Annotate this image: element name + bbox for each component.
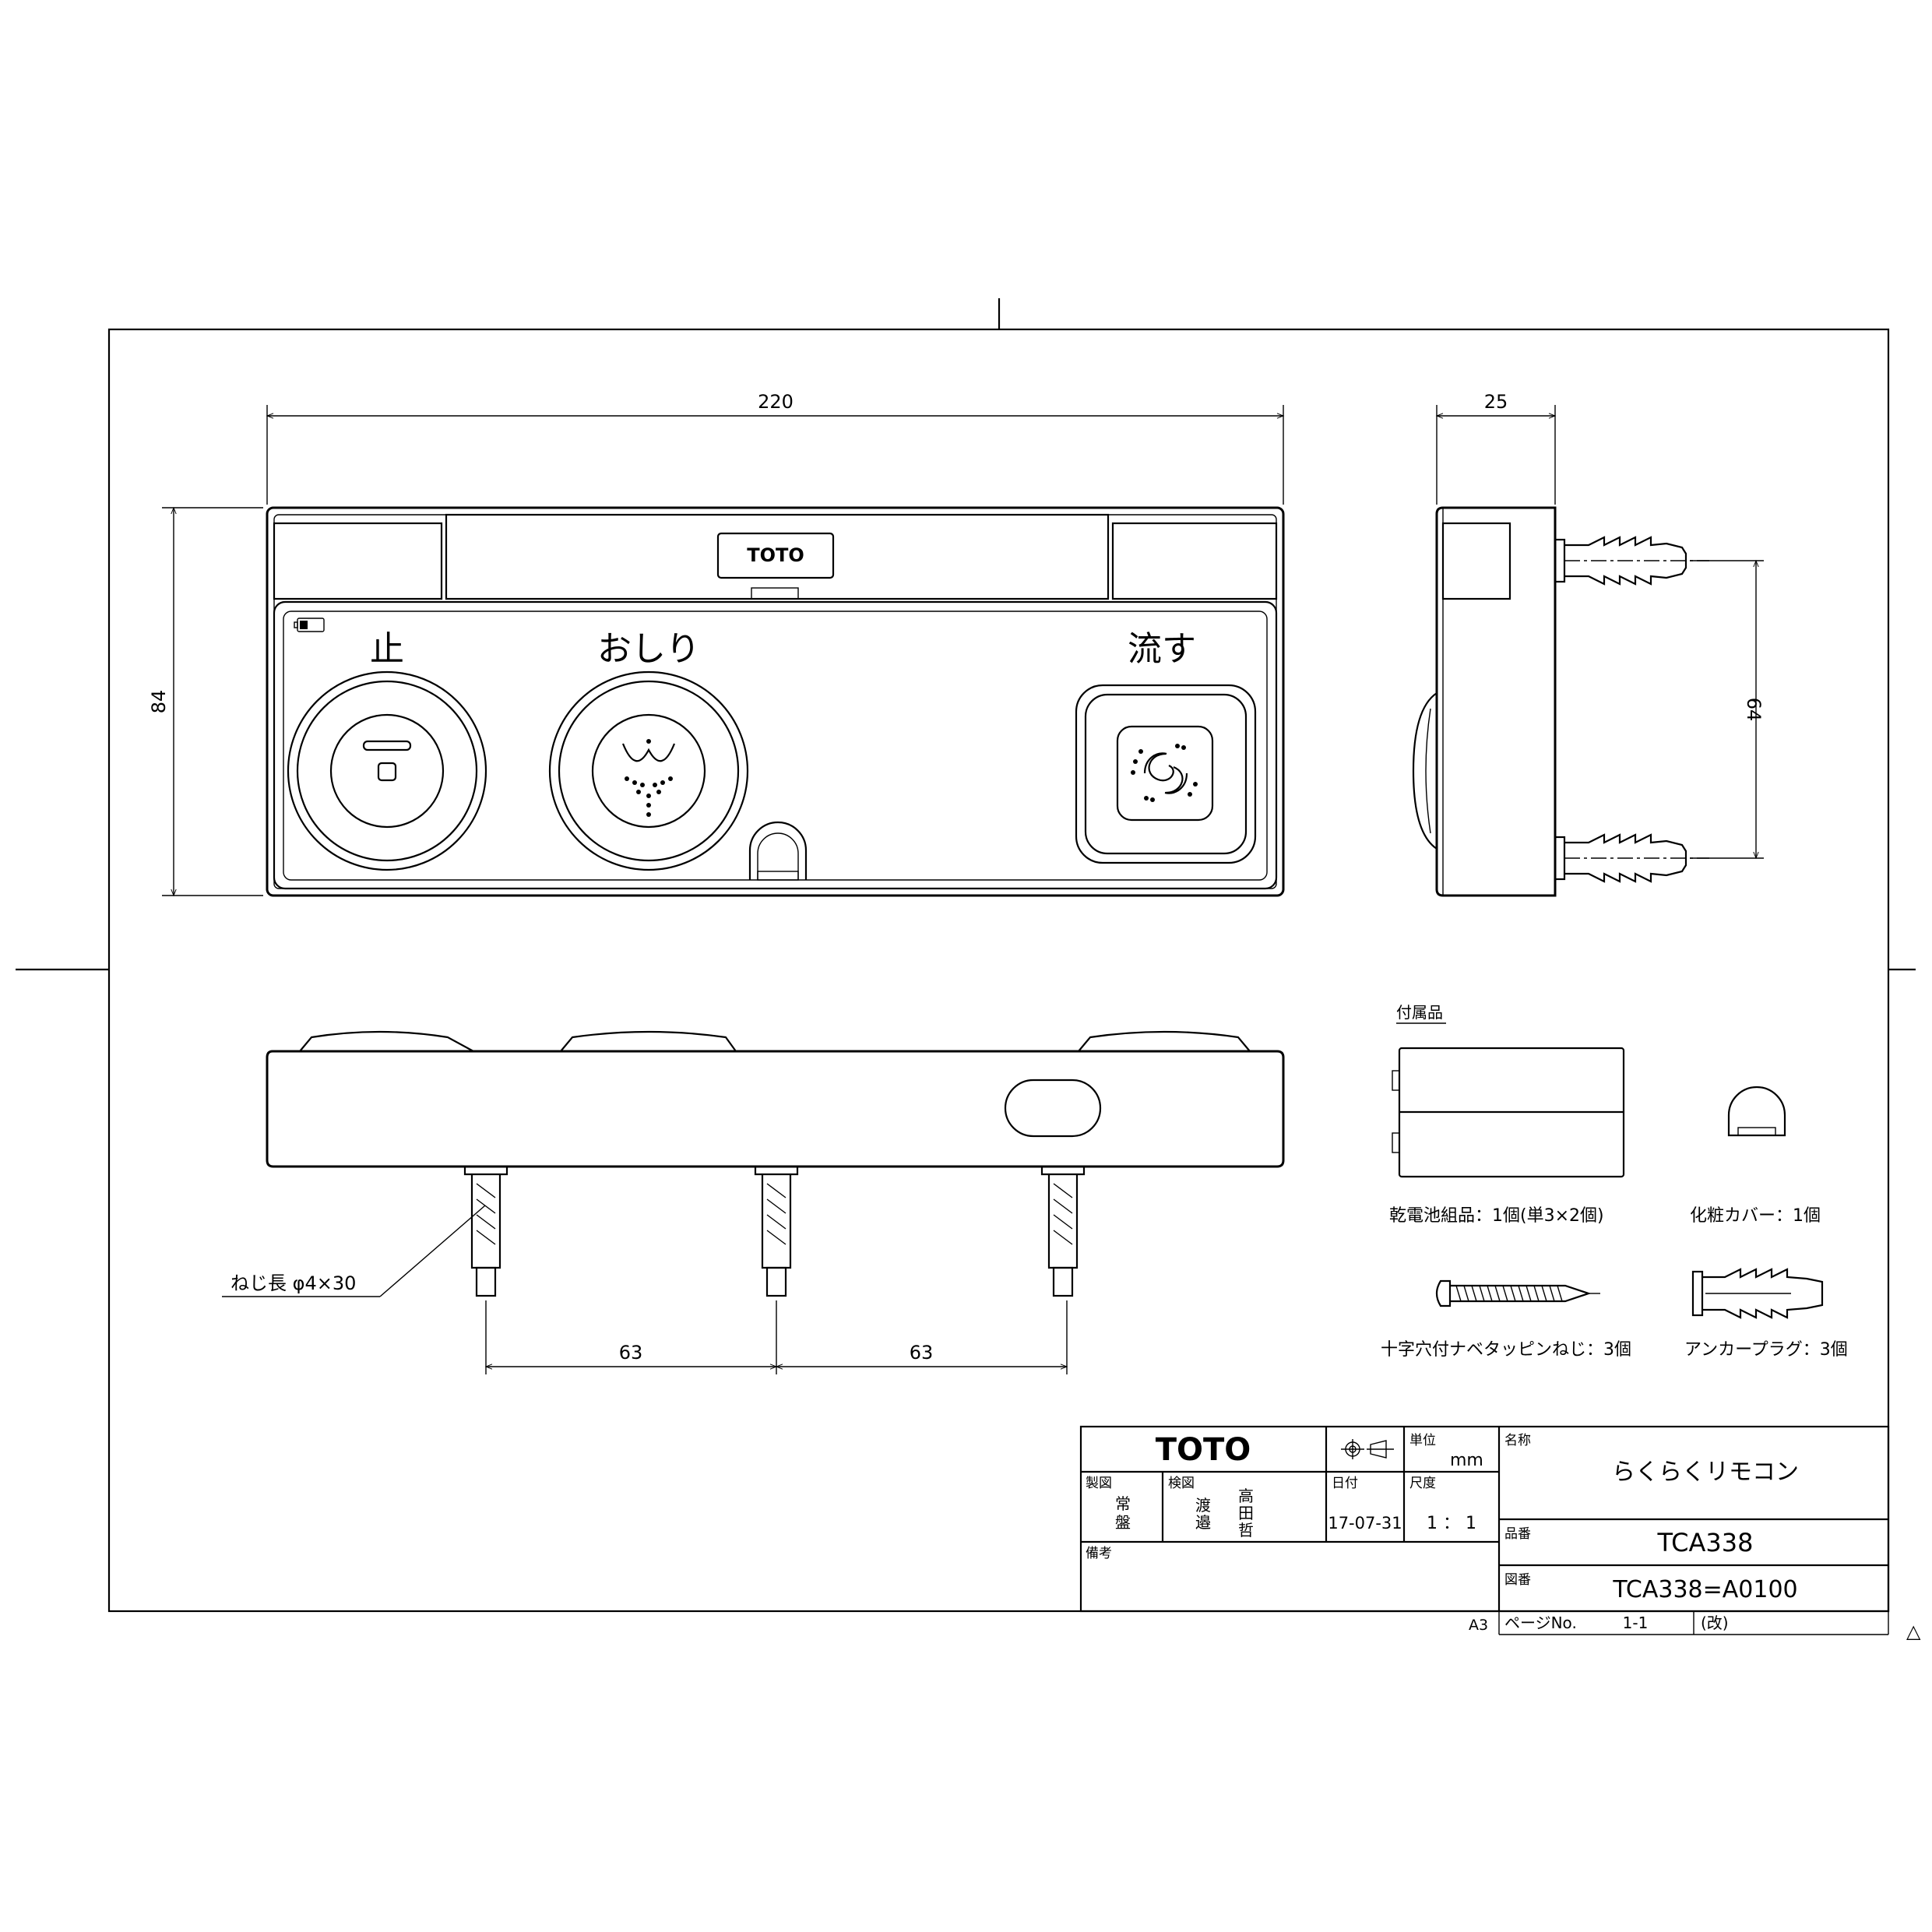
scale-value: 1 ： 1	[1427, 1514, 1476, 1533]
accessories: 付属品 乾電池組品：1個(単3×2個) 化粧カバー：1個 十字穴付ナベタッピンね…	[1381, 1003, 1848, 1360]
title-block: TOTO 単位 mm 名称 らくらくリモコン 製図 常 盤 検図 渡 邉 高 田…	[1079, 1425, 1921, 1642]
front-dimensions: 220 84	[148, 391, 1285, 897]
part-number: TCA338	[1657, 1528, 1754, 1557]
drawing-number: TCA338=A0100	[1612, 1576, 1797, 1603]
name-label: 名称	[1504, 1433, 1531, 1448]
part-label: 品番	[1504, 1526, 1531, 1542]
front-view: TOTO 止 おしり 流す	[266, 506, 1285, 897]
scale-label: 尺度	[1409, 1476, 1436, 1491]
title-company: TOTO	[1156, 1432, 1251, 1468]
projection-symbol	[1341, 1439, 1394, 1459]
side-dimensions: 25 64	[1435, 391, 1765, 860]
revision-label: (改)	[1701, 1614, 1729, 1632]
date-value: 17-07-31	[1328, 1514, 1402, 1533]
side-pitch-dimension: 64	[1743, 698, 1765, 722]
side-anchor-bottom	[1554, 833, 1709, 883]
stop-button-label: 止	[370, 629, 404, 669]
battery-icon	[294, 618, 325, 632]
tapping-screw	[1435, 1279, 1600, 1307]
bidet-button-label: おしり	[597, 629, 700, 669]
unit-value: mm	[1450, 1451, 1483, 1470]
side-depth-dimension: 25	[1484, 391, 1508, 413]
side-view	[1412, 506, 1709, 897]
stop-button	[287, 670, 487, 871]
page-label: ページNo.	[1504, 1614, 1577, 1632]
page-value: 1-1	[1623, 1614, 1649, 1632]
drawn-label: 製図	[1086, 1476, 1112, 1491]
bidet-button	[548, 670, 749, 871]
checked-label: 検図	[1168, 1476, 1195, 1491]
side-anchor-top	[1554, 536, 1709, 586]
bottom-view: ねじ長 φ4×30	[222, 1030, 1285, 1297]
decorative-cover-label: 化粧カバー：1個	[1690, 1206, 1821, 1226]
drawn-name-2: 盤	[1115, 1513, 1131, 1532]
checked-name-a1: 渡	[1195, 1496, 1211, 1515]
front-height-dimension: 84	[148, 690, 170, 714]
checked-name-a2: 邉	[1195, 1513, 1211, 1532]
product-name: らくらくリモコン	[1612, 1459, 1799, 1486]
decorative-cover	[1727, 1086, 1786, 1137]
front-width-dimension: 220	[758, 391, 794, 413]
anchor-plug-label: アンカープラグ：3個	[1684, 1340, 1848, 1360]
bottom-anchor-left	[463, 1167, 509, 1297]
revision-mark: △	[1906, 1621, 1921, 1642]
bottom-pitch-left: 63	[619, 1342, 643, 1364]
bottom-anchor-right	[1040, 1167, 1086, 1297]
sheet-size: A3	[1469, 1617, 1488, 1634]
remarks-label: 備考	[1086, 1546, 1112, 1561]
drawing-label: 図番	[1504, 1572, 1531, 1588]
bottom-pitch-right: 63	[910, 1342, 934, 1364]
accessories-heading: 付属品	[1396, 1003, 1443, 1022]
front-brand-logo: TOTO	[747, 544, 804, 566]
unit-label: 単位	[1409, 1433, 1436, 1448]
screw-length-note: ねじ長 φ4×30	[231, 1272, 356, 1294]
front-notch	[748, 821, 808, 881]
drawn-name-1: 常	[1115, 1494, 1131, 1513]
flush-button	[1075, 684, 1257, 864]
flush-button-label: 流す	[1128, 629, 1196, 669]
tapping-screw-label: 十字穴付ナベタッピンねじ：3個	[1381, 1340, 1631, 1360]
bottom-anchor-center	[754, 1167, 799, 1297]
checked-name-b1: 高	[1238, 1487, 1254, 1505]
battery-set	[1392, 1047, 1625, 1178]
sheet-frame	[16, 298, 1916, 1613]
battery-set-label: 乾電池組品：1個(単3×2個)	[1389, 1206, 1604, 1226]
bottom-dimensions: 63 63	[484, 1300, 1068, 1374]
checked-name-b2: 田	[1238, 1504, 1254, 1522]
date-label: 日付	[1332, 1476, 1358, 1491]
anchor-plug	[1691, 1268, 1824, 1319]
checked-name-b3: 哲	[1238, 1521, 1254, 1540]
